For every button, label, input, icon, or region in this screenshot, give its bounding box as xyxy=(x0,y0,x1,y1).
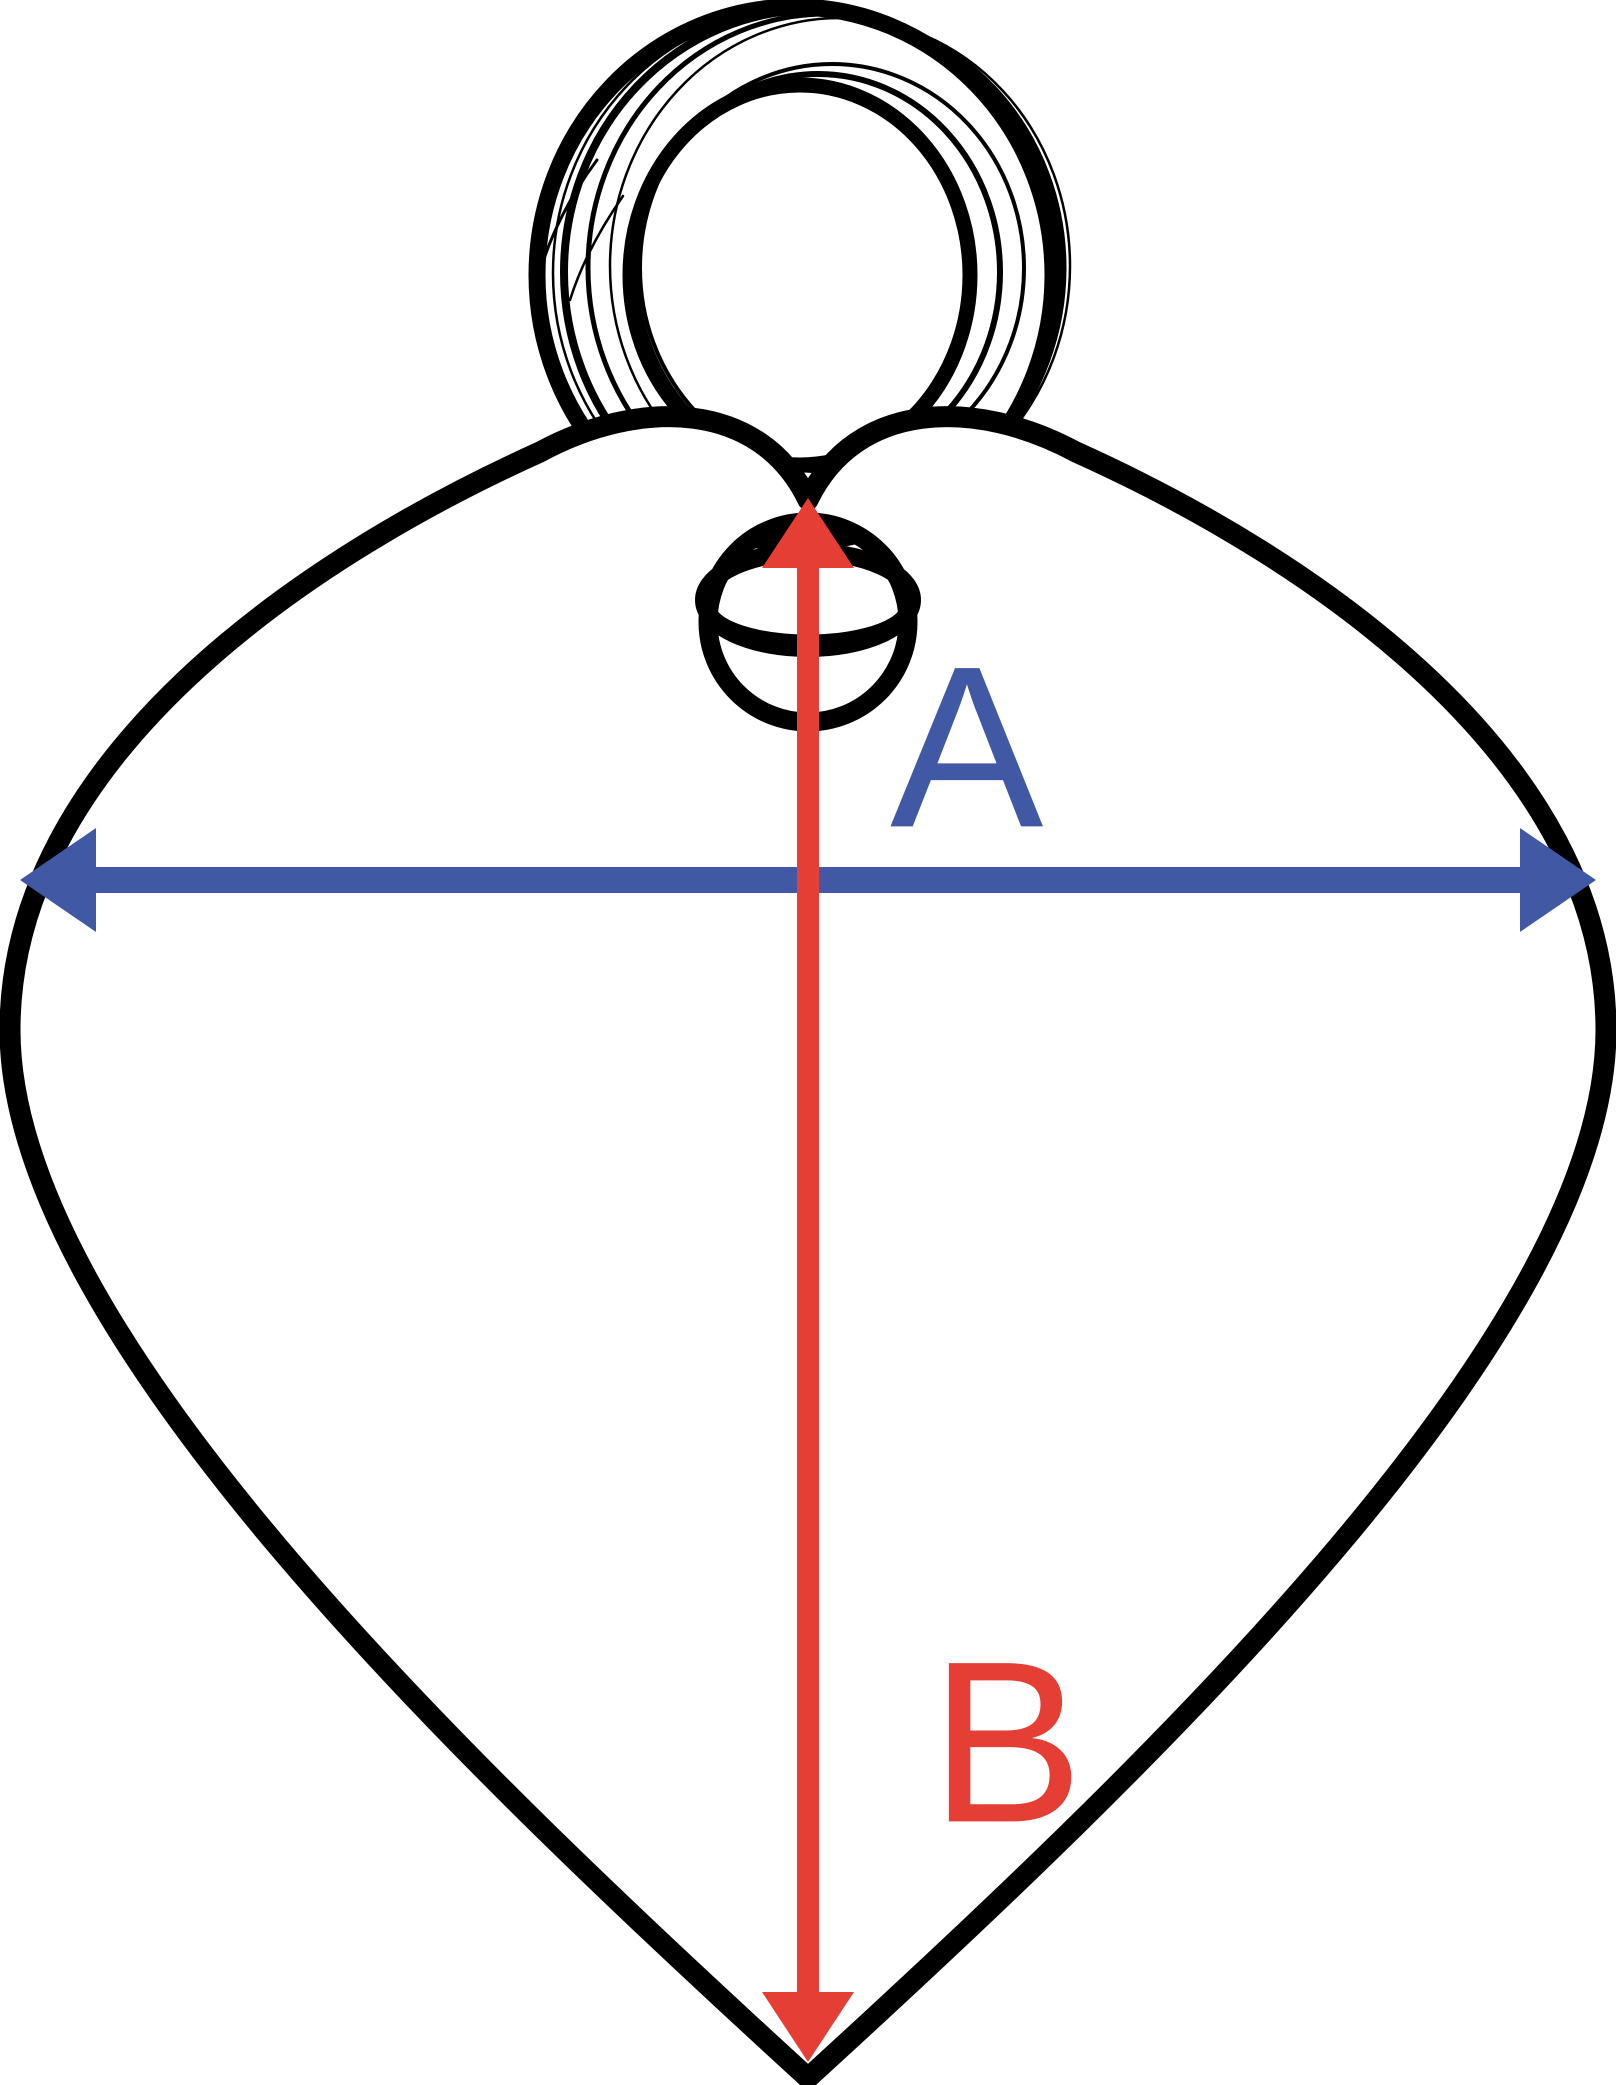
dimension-label-a: A xyxy=(890,618,1043,875)
dimension-arrow-b xyxy=(762,498,854,2062)
dimension-label-b: B xyxy=(930,1613,1083,1870)
